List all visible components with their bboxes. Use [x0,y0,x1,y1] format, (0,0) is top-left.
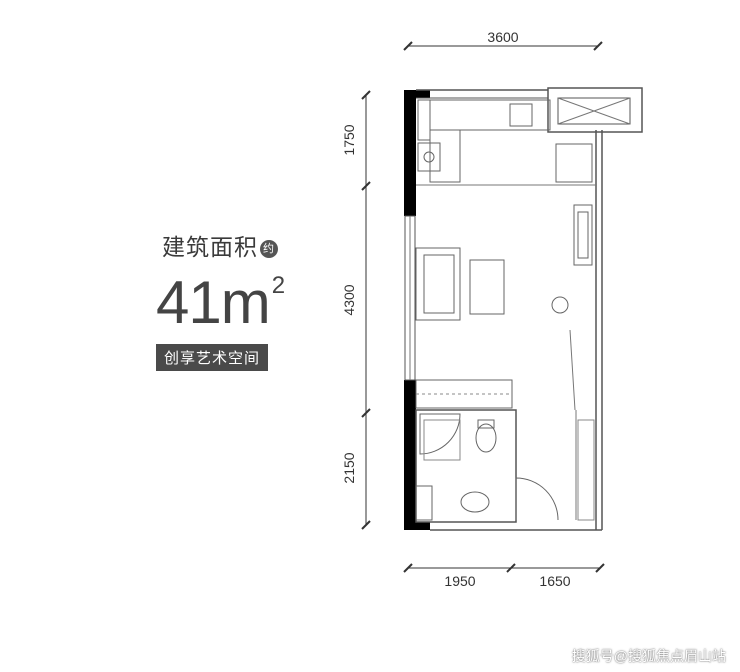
dim-left-lower: 2150 [341,452,357,483]
area-number: 41m [156,269,271,336]
watermark: 搜狐号@搜狐焦点眉山站 [571,648,726,664]
unit-type-tag: 创享艺术空间 [156,344,269,371]
dim-left-upper: 1750 [341,124,357,155]
bathroom [415,409,517,523]
entry-door [515,410,595,521]
area-superscript: 2 [271,272,285,299]
dim-top-width: 3600 [487,29,518,45]
area-title-text: 建筑面积 [162,234,258,260]
balcony [547,87,643,133]
dim-left-middle: 4300 [341,284,357,315]
living-room [415,204,593,411]
kitchen [417,99,593,183]
approx-badge: 约 [260,239,278,258]
walls [404,89,603,531]
dim-bottom-left: 1950 [444,573,475,589]
wardrobe [415,379,513,409]
dim-bottom-right: 1650 [539,573,570,589]
area-value: 41m2 [156,268,285,337]
dimension-lines: 3600 1750 4300 2150 1950 1650 [341,29,605,589]
area-title: 建筑面积约 [162,228,278,262]
